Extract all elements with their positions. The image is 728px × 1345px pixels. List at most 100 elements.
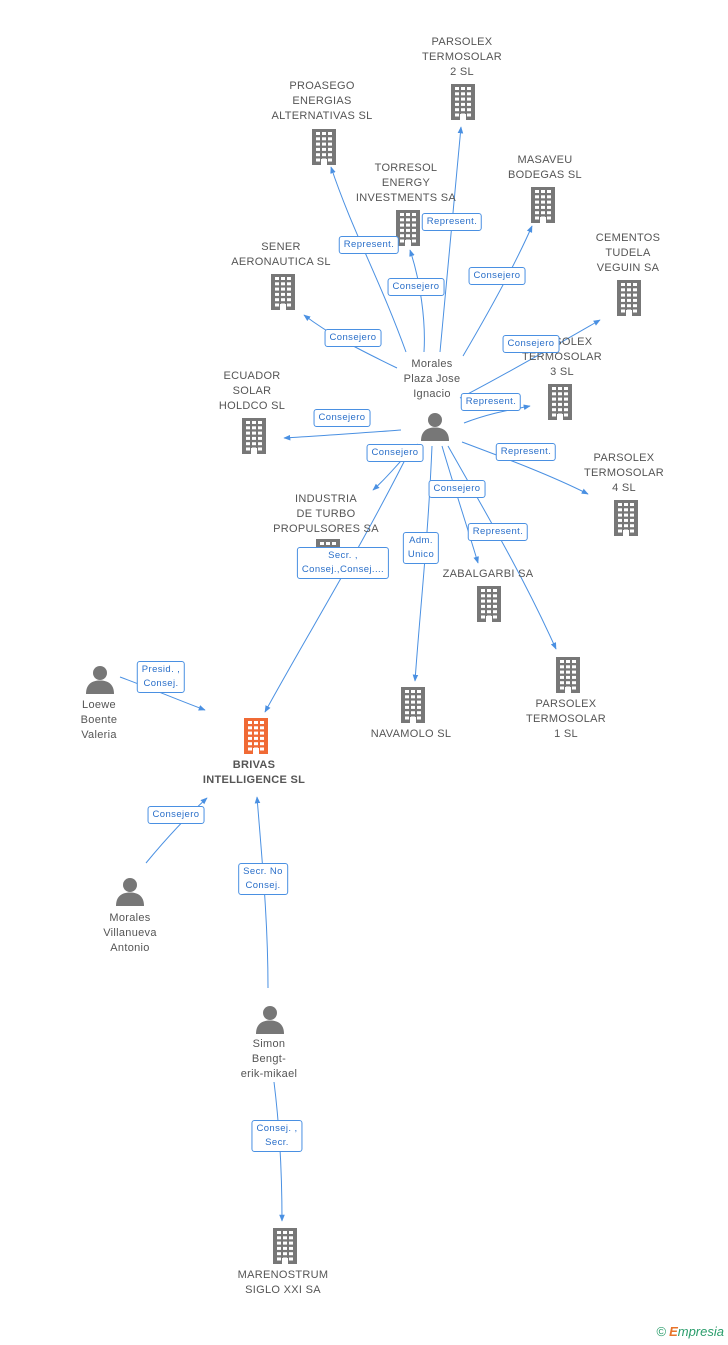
node-label-line: SENER <box>261 241 301 253</box>
node-label-line: INTELLIGENCE SL <box>202 774 306 786</box>
company-label-brivas[interactable]: BRIVAS INTELLIGENCE SL <box>203 758 305 788</box>
node-label-line: Plaza Jose <box>403 373 461 385</box>
building-icon[interactable] <box>613 280 645 321</box>
node-label-line: MASAVEU <box>517 154 573 166</box>
relation-label-cementos[interactable]: Consejero <box>502 335 560 353</box>
edge-morales_va <box>145 797 208 864</box>
node-label-line: TERMOSOLAR <box>583 467 665 479</box>
building-icon[interactable] <box>397 687 429 728</box>
person-icon[interactable] <box>420 412 450 447</box>
edge-loewe <box>119 676 206 711</box>
node-label-line: BRIVAS <box>232 759 276 771</box>
building-icon[interactable] <box>308 129 340 170</box>
relation-label-line: Represent. <box>343 239 395 250</box>
person-icon[interactable] <box>85 665 115 700</box>
relation-label-line: Consejero <box>152 809 200 820</box>
relation-label-line: Secr. No <box>243 866 283 877</box>
relation-label-line: Presid. , <box>141 664 181 675</box>
relation-label-zabalgarbi[interactable]: Consejero <box>428 480 486 498</box>
node-label-line: MARENOSTRUM <box>237 1269 329 1281</box>
relation-label-masaveu[interactable]: Consejero <box>468 267 526 285</box>
building-icon[interactable] <box>552 657 584 698</box>
relation-label-line: Represent. <box>465 396 517 407</box>
node-label-line: INVESTMENTS SA <box>355 192 457 204</box>
person-icon[interactable] <box>255 1005 285 1040</box>
edge-proasego <box>330 166 407 353</box>
relation-label-parsolex4[interactable]: Represent. <box>495 443 557 461</box>
relation-label-simon_brivas[interactable]: Secr. No Consej. <box>238 863 288 895</box>
building-icon[interactable] <box>473 586 505 627</box>
relation-label-sener[interactable]: Consejero <box>324 329 382 347</box>
building-icon[interactable] <box>544 384 576 425</box>
node-label-line: ENERGIAS <box>292 95 352 107</box>
node-label-line: DE TURBO <box>296 508 356 520</box>
relation-label-line: Adm. <box>409 535 433 546</box>
company-label-marenostrum[interactable]: MARENOSTRUM SIGLO XXI SA <box>238 1268 329 1298</box>
node-label-line: PARSOLEX <box>593 452 655 464</box>
building-icon[interactable] <box>527 187 559 228</box>
building-icon[interactable] <box>447 84 479 125</box>
relation-label-ecuador[interactable]: Consejero <box>313 409 371 427</box>
person-icon[interactable] <box>115 877 145 912</box>
node-label-line: erik-mikael <box>240 1068 298 1080</box>
node-label-line: Bengt- <box>251 1053 287 1065</box>
building-icon[interactable] <box>269 1228 301 1269</box>
company-label-masaveu[interactable]: MASAVEU BODEGAS SL <box>508 153 582 183</box>
relation-label-navamolo[interactable]: Adm.Unico <box>402 532 440 564</box>
building-icon[interactable] <box>267 274 299 315</box>
company-label-zabalgarbi[interactable]: ZABALGARBI SA <box>443 567 534 582</box>
relation-label-morales_va[interactable]: Consejero <box>147 806 205 824</box>
node-label-line: AERONAUTICA SL <box>231 256 331 268</box>
relation-label-parsolex2[interactable]: Represent. <box>421 213 483 231</box>
edge-masaveu <box>462 225 533 357</box>
relation-label-torresol[interactable]: Consejero <box>387 278 445 296</box>
node-label-line: SIGLO XXI SA <box>245 1284 321 1296</box>
node-label-line: HOLDCO SL <box>218 400 286 412</box>
node-label-line: TERMOSOLAR <box>521 351 603 363</box>
relation-label-line: Consej. <box>245 880 281 891</box>
relation-label-line: Represent. <box>472 526 524 537</box>
relation-label-parsolex1[interactable]: Represent. <box>467 523 529 541</box>
edge-parsolex2 <box>439 126 464 353</box>
relation-label-loewe[interactable]: Presid. , Consej. <box>136 661 186 693</box>
relation-label-industria[interactable]: Consejero <box>366 444 424 462</box>
building-icon[interactable] <box>392 210 424 251</box>
node-label-line: 3 SL <box>550 366 574 378</box>
node-label-line: Morales <box>109 912 151 924</box>
node-label-line: BODEGAS SL <box>508 169 582 181</box>
node-label-line: Simon <box>252 1038 286 1050</box>
relation-label-line: Consejero <box>318 412 366 423</box>
building-icon[interactable] <box>238 418 270 459</box>
relation-label-simon_mare[interactable]: Consej. ,Secr. <box>251 1120 303 1152</box>
node-label-line: SOLAR <box>232 385 272 397</box>
node-label-line: PARSOLEX <box>431 36 493 48</box>
copyright-symbol: © <box>656 1324 667 1339</box>
building-icon[interactable] <box>610 500 642 541</box>
node-label-line: Valeria <box>81 729 117 741</box>
relation-label-parsolex3[interactable]: Represent. <box>460 393 522 411</box>
node-label-line: ZABALGARBI SA <box>442 568 534 580</box>
building-icon[interactable] <box>240 718 272 759</box>
company-label-sener[interactable]: SENER AERONAUTICA SL <box>231 240 331 270</box>
relation-label-line: Consejero <box>507 338 555 349</box>
relation-label-proasego[interactable]: Represent. <box>338 236 400 254</box>
node-label-line: 1 SL <box>554 728 578 740</box>
node-label-line: Ignacio <box>413 388 451 400</box>
relation-label-brivas_mpj[interactable]: Secr. ,Consej.,Consej.... <box>296 547 390 579</box>
relation-label-line: Consej. <box>143 678 179 689</box>
company-label-navamolo[interactable]: NAVAMOLO SL <box>371 727 452 742</box>
edge-zabalgarbi <box>441 445 479 564</box>
